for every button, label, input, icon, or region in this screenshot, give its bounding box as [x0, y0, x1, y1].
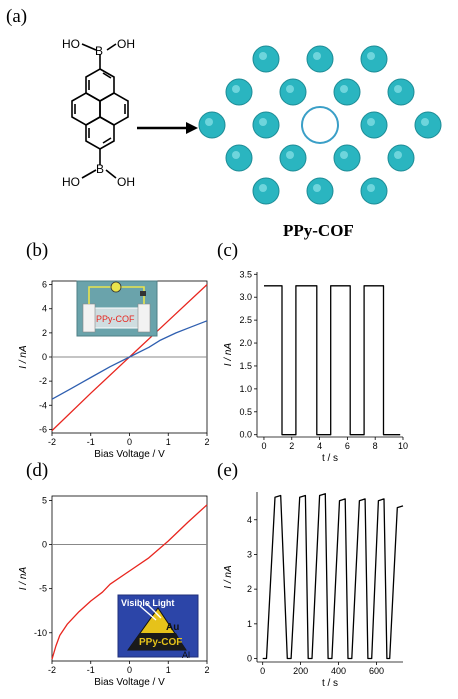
- inset-d-visible-light-label: Visible Light: [121, 598, 174, 608]
- panel-label-e: (e): [217, 460, 238, 481]
- boronic-top-oh: OH: [117, 37, 135, 51]
- panel-label-a: (a): [6, 6, 27, 27]
- boronic-bottom-oh: OH: [117, 175, 135, 189]
- x-tick-label: 8: [373, 441, 378, 451]
- y-tick-label: 4: [247, 515, 252, 525]
- y-tick-label: 0.0: [239, 430, 252, 440]
- series-line-1: [51, 320, 208, 400]
- y-tick-label: -5: [39, 584, 47, 594]
- y-tick-label: 0: [42, 352, 47, 362]
- cof-name-label: PPy-COF: [283, 221, 354, 240]
- reaction-arrow: [137, 122, 198, 134]
- y-tick-label: -2: [39, 376, 47, 386]
- x-tick-label: 0: [127, 437, 132, 447]
- chart-c-current-time: 0 2 4 6 8 10 0.0 0.5 1.0 1.5 2.0 2.5 3.0 3.5 t / s I / …: [223, 269, 408, 464]
- inset-b-device-label: PPy-COF: [96, 314, 135, 324]
- x-tick-label: 2: [289, 441, 294, 451]
- series-line-0: [264, 285, 401, 436]
- x-tick-label: 4: [317, 441, 322, 451]
- y-axis-label: I / nA: [18, 345, 29, 369]
- boronic-top-ho: HO: [62, 37, 80, 51]
- x-axis-label: Bias Voltage / V: [94, 449, 165, 460]
- boronic-top-b: B: [95, 44, 103, 58]
- x-tick-label: 400: [331, 666, 346, 676]
- inset-d-device-schematic: Visible Light Au PPy-COF Al: [117, 594, 199, 660]
- x-tick-label: 200: [293, 666, 308, 676]
- y-tick-label: 0.5: [239, 407, 252, 417]
- x-tick-label: 0: [127, 665, 132, 675]
- x-tick-label: -1: [87, 437, 95, 447]
- inset-d-al-label: Al: [182, 650, 190, 660]
- y-tick-label: 0: [247, 654, 252, 664]
- y-tick-label: 1.5: [239, 361, 252, 371]
- pyrene-diboronic-acid-structure: [71, 43, 129, 179]
- x-axis-label: Bias Voltage / V: [94, 677, 165, 688]
- panel-label-d: (d): [26, 460, 48, 481]
- x-tick-label: 1: [166, 437, 171, 447]
- y-tick-label: 2: [42, 328, 47, 338]
- x-tick-label: 6: [345, 441, 350, 451]
- x-tick-label: 0: [261, 441, 266, 451]
- boronic-bottom-b: B: [96, 162, 104, 176]
- y-tick-label: 0: [42, 540, 47, 550]
- y-tick-label: 2.0: [239, 338, 252, 348]
- series-line-0: [51, 504, 208, 660]
- x-tick-label: 1: [166, 665, 171, 675]
- y-tick-label: 2.5: [239, 315, 252, 325]
- series-line-0: [262, 493, 404, 660]
- boronic-bottom-ho: HO: [62, 175, 80, 189]
- inset-d-au-label: Au: [166, 622, 179, 633]
- y-axis-label: I / nA: [223, 343, 234, 367]
- panel-label-c: (c): [217, 240, 238, 261]
- x-tick-label: -2: [48, 665, 56, 675]
- y-axis-label: I / nA: [18, 567, 29, 591]
- x-tick-label: 10: [398, 441, 408, 451]
- y-tick-label: -4: [39, 400, 47, 410]
- x-tick-label: 0: [260, 666, 265, 676]
- y-tick-label: 2: [247, 584, 252, 594]
- y-axis-label: I / nA: [223, 565, 234, 589]
- y-tick-label: 6: [42, 280, 47, 290]
- panel-label-b: (b): [26, 240, 48, 261]
- y-tick-label: 3: [247, 549, 252, 559]
- y-tick-label: 4: [42, 304, 47, 314]
- inset-d-cof-label: PPy-COF: [139, 637, 182, 648]
- ppy-cof-lattice-illustration: [198, 45, 442, 205]
- y-tick-label: -6: [39, 424, 47, 434]
- x-tick-label: 600: [369, 666, 384, 676]
- x-tick-label: 2: [204, 437, 209, 447]
- y-tick-label: 5: [42, 495, 47, 505]
- inset-b-device-schematic: PPy-COF: [76, 280, 158, 337]
- x-tick-label: 2: [204, 665, 209, 675]
- x-axis-label: t / s: [322, 453, 338, 464]
- x-tick-label: -2: [48, 437, 56, 447]
- x-tick-label: -1: [87, 665, 95, 675]
- y-tick-label: 1: [247, 619, 252, 629]
- y-tick-label: -10: [34, 628, 47, 638]
- x-axis-label: t / s: [322, 678, 338, 689]
- y-tick-label: 1.0: [239, 384, 252, 394]
- y-tick-label: 3.0: [239, 292, 252, 302]
- y-tick-label: 3.5: [239, 269, 252, 279]
- chart-e-photocurrent: 0 200 400 600 0 1 2 3 4 t / s I / nA: [223, 492, 404, 689]
